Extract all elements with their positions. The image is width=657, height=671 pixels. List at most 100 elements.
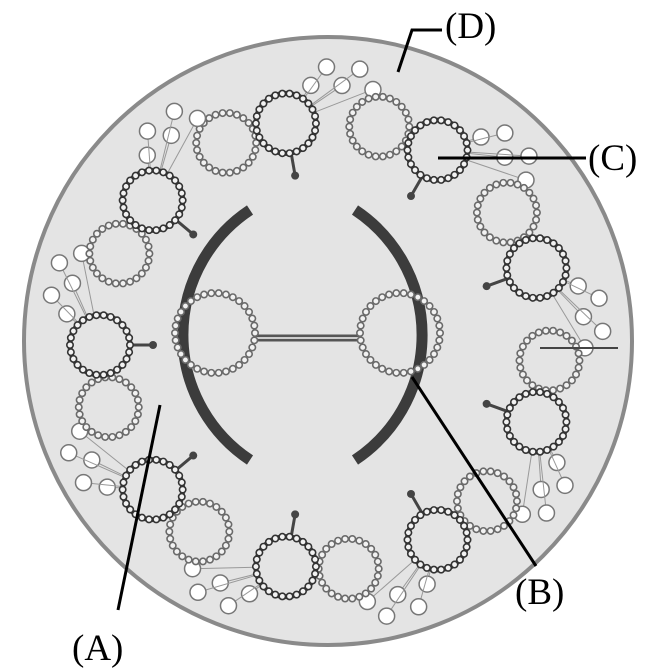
bead <box>519 183 528 192</box>
bead <box>371 152 380 161</box>
bead <box>492 236 501 245</box>
bead <box>554 398 563 407</box>
bead <box>250 336 259 345</box>
bead <box>529 194 538 203</box>
bead <box>118 360 127 369</box>
bead <box>503 271 512 280</box>
bead <box>165 171 174 180</box>
bead <box>411 166 420 175</box>
bead <box>348 534 357 543</box>
bead <box>98 224 107 233</box>
bead <box>145 166 154 175</box>
bead <box>528 293 537 302</box>
bead <box>144 256 153 265</box>
bead <box>152 226 161 235</box>
bead <box>126 465 135 474</box>
bead <box>430 307 439 316</box>
bead <box>506 178 515 187</box>
bead <box>298 94 307 103</box>
bead <box>476 222 485 231</box>
bead <box>271 590 280 599</box>
bead <box>460 477 469 486</box>
bead <box>308 548 317 557</box>
bead <box>561 410 570 419</box>
bead <box>108 432 117 441</box>
bead <box>562 417 571 426</box>
bead <box>532 208 541 217</box>
bead <box>251 562 260 571</box>
bead <box>118 485 127 494</box>
bead <box>177 478 186 487</box>
bead <box>529 222 538 231</box>
doublet <box>345 92 538 201</box>
dynein-arm <box>189 583 207 602</box>
a-tubule-beads <box>118 166 187 235</box>
bead <box>515 393 524 402</box>
bead <box>92 311 101 320</box>
bead <box>131 417 140 426</box>
bead <box>348 594 357 603</box>
bead <box>304 139 313 148</box>
bead <box>252 555 261 564</box>
bead <box>304 542 313 551</box>
bead <box>218 109 227 118</box>
bead <box>392 147 401 156</box>
bead <box>515 288 524 297</box>
bead <box>133 410 142 419</box>
bead <box>554 437 563 446</box>
bead <box>521 235 530 244</box>
bead <box>416 560 425 569</box>
dynein-arm <box>574 307 593 326</box>
bead <box>528 331 537 340</box>
bead <box>106 369 115 378</box>
bead <box>311 119 320 128</box>
bead <box>207 289 216 298</box>
bead <box>212 552 221 561</box>
bead <box>259 99 268 108</box>
bead <box>228 293 237 302</box>
bead <box>536 293 545 302</box>
bead <box>138 224 147 233</box>
bead <box>176 350 185 359</box>
bead <box>341 534 350 543</box>
bead <box>232 166 241 175</box>
central-microtubule-left <box>171 289 260 377</box>
bead <box>549 386 558 395</box>
bead <box>462 528 471 537</box>
bead <box>145 515 154 524</box>
bead <box>515 442 524 451</box>
bead <box>450 121 459 130</box>
bead <box>463 146 472 155</box>
bead <box>144 242 153 251</box>
bead <box>165 510 174 519</box>
bead <box>558 431 567 440</box>
bead <box>66 333 75 342</box>
spoke-head <box>407 192 415 201</box>
dynein-arm <box>590 289 608 307</box>
bead <box>367 544 376 553</box>
bead <box>403 535 412 544</box>
bead <box>311 555 320 564</box>
bead <box>82 383 91 392</box>
bead <box>366 355 375 364</box>
a-tubule-beads <box>251 89 320 158</box>
bead <box>106 312 115 321</box>
doublet <box>85 102 207 288</box>
bead <box>126 505 135 514</box>
bead <box>455 166 464 175</box>
bead <box>528 381 537 390</box>
bead <box>374 564 383 573</box>
bead <box>509 244 518 253</box>
bead <box>214 368 223 377</box>
doublet <box>472 178 612 357</box>
bead <box>404 138 413 147</box>
bead <box>406 367 415 376</box>
bead <box>78 417 87 426</box>
bead <box>200 290 209 299</box>
bead <box>509 437 518 446</box>
bead <box>104 277 113 286</box>
bead <box>318 550 327 559</box>
bead <box>413 364 422 373</box>
b-tubule <box>472 178 541 247</box>
dynein-arm <box>83 451 101 469</box>
